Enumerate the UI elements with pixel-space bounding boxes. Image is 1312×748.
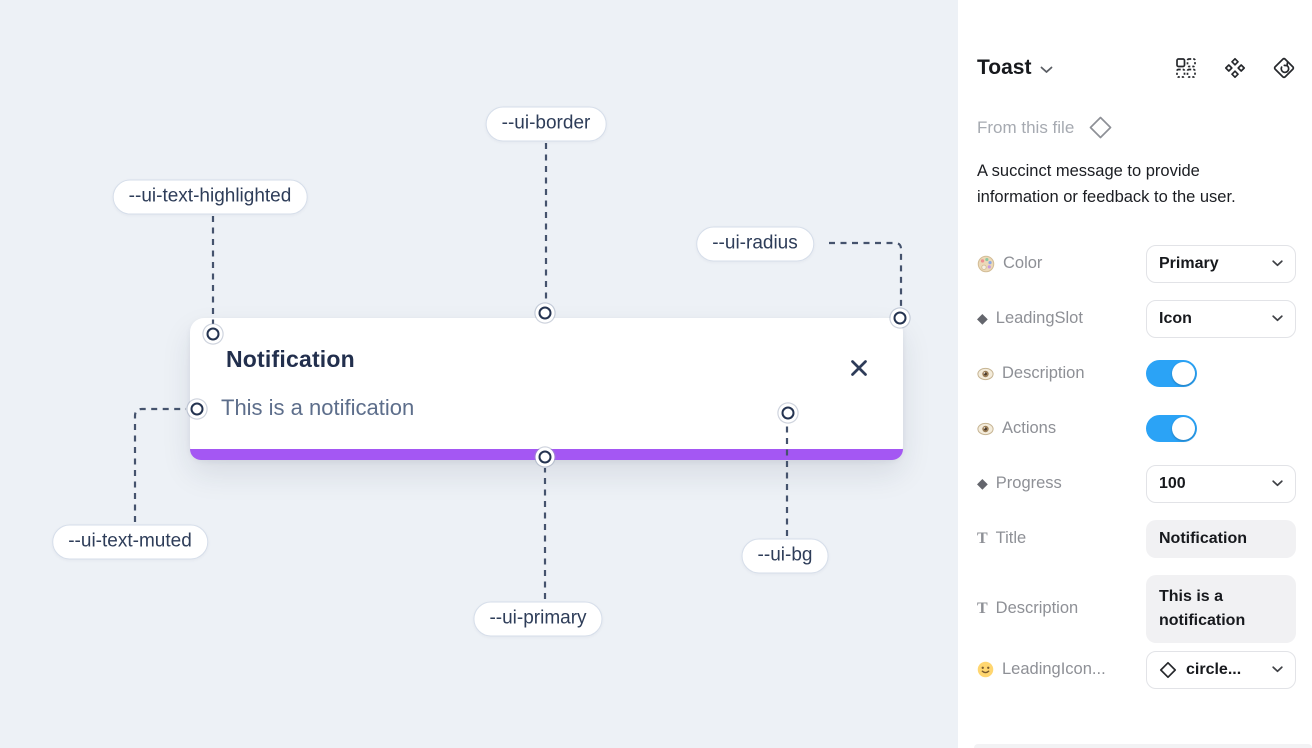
prop-label: Description: [977, 364, 1146, 383]
diamond-icon: ◆: [977, 475, 988, 492]
label-ui-border: --ui-border: [485, 106, 607, 142]
leadingicon-dropdown[interactable]: circle...: [1146, 650, 1296, 689]
leadingslot-dropdown[interactable]: Icon: [1146, 299, 1296, 338]
prop-row-actions-toggle: Actions: [977, 410, 1296, 448]
prop-label: Actions: [977, 419, 1146, 438]
toast-title: Notification: [226, 346, 355, 372]
connector-text-muted: [190, 402, 204, 416]
prop-row-color: Color Primary: [977, 244, 1296, 283]
component-name[interactable]: Toast: [977, 56, 1032, 79]
actions-toggle[interactable]: [1146, 415, 1197, 443]
component-icon[interactable]: [1223, 56, 1247, 80]
diamond-outline-icon: [1089, 116, 1112, 139]
prop-label: T Title: [977, 529, 1027, 548]
palette-icon: [977, 255, 995, 273]
color-dropdown[interactable]: Primary: [1146, 244, 1296, 283]
prop-label: ◆ LeadingSlot: [977, 309, 1083, 328]
connector-primary: [538, 450, 552, 464]
prop-row-leadingicon: LeadingIcon... circle...: [977, 650, 1296, 689]
component-description: A succinct message to provide informatio…: [977, 162, 1236, 206]
toast-description: This is a notification: [221, 395, 415, 420]
label-ui-text-muted: --ui-text-muted: [52, 524, 208, 560]
toggle-knob: [1172, 362, 1195, 386]
progress-dropdown[interactable]: 100: [1146, 464, 1296, 503]
instance-grid-icon[interactable]: [1174, 56, 1198, 80]
close-icon[interactable]: [848, 357, 870, 379]
connector-bg: [781, 406, 795, 420]
eye-icon: [977, 422, 994, 435]
chevron-down-icon: [1272, 260, 1283, 267]
properties-panel: Toast: [958, 0, 1312, 748]
description-field[interactable]: This is a notification: [1146, 574, 1296, 643]
panel-header: Toast: [977, 56, 1296, 80]
text-icon: T: [977, 529, 988, 547]
prop-label: LeadingIcon...: [977, 660, 1146, 679]
prop-label: ◆ Progress: [977, 474, 1062, 493]
prop-row-progress: ◆ Progress 100: [977, 464, 1296, 503]
connector-border: [538, 306, 552, 320]
chevron-down-icon: [1272, 315, 1283, 322]
prop-row-title: T Title Notification: [977, 519, 1296, 558]
source-row: From this file: [977, 114, 1296, 141]
text-icon: T: [977, 599, 988, 617]
eye-icon: [977, 367, 994, 380]
description-toggle[interactable]: [1146, 360, 1197, 388]
label-ui-primary: --ui-primary: [473, 601, 603, 637]
connector-text-highlighted: [206, 327, 220, 341]
header-icon-group: [1174, 56, 1296, 80]
label-ui-radius: --ui-radius: [696, 226, 814, 262]
title-field[interactable]: Notification: [1146, 519, 1296, 558]
smiley-icon: [977, 662, 994, 678]
diamond-icon: ◆: [977, 310, 988, 327]
design-canvas: Notification This is a notification --ui…: [0, 0, 958, 748]
chevron-down-icon: [1272, 666, 1283, 673]
toggle-knob: [1172, 417, 1195, 441]
diamond-outline-icon: [1159, 661, 1177, 678]
label-ui-text-highlighted: --ui-text-highlighted: [112, 179, 308, 215]
prop-label: Color: [977, 254, 1146, 273]
chevron-down-icon: [1272, 480, 1283, 487]
instance-swap-icon[interactable]: [1272, 56, 1296, 80]
chevron-down-icon[interactable]: [1040, 66, 1053, 74]
prop-row-leadingslot: ◆ LeadingSlot Icon: [977, 299, 1296, 338]
prop-row-description-toggle: Description: [977, 355, 1296, 393]
prop-label: T Description: [977, 599, 1079, 618]
prop-row-description-field: T Description This is a notification: [977, 574, 1296, 643]
source-label: From this file: [977, 117, 1075, 137]
connector-radius: [893, 311, 907, 325]
property-rows: Color Primary ◆ LeadingSlot Icon: [977, 244, 1296, 689]
toast-component: Notification This is a notification: [190, 318, 903, 460]
label-ui-bg: --ui-bg: [741, 538, 829, 574]
